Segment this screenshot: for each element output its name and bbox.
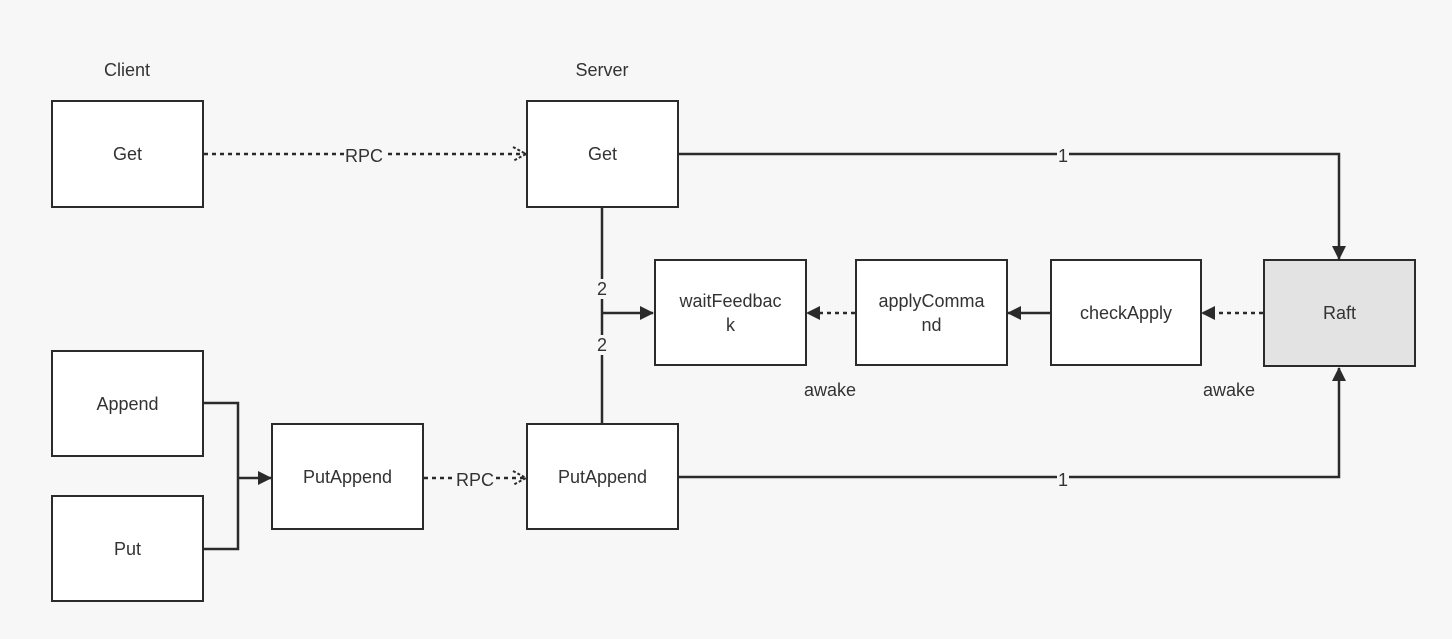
wait-feedback-label-line1: waitFeedbac bbox=[679, 290, 782, 311]
client-get-node[interactable]: Get bbox=[51, 100, 204, 208]
client-put-label: Put bbox=[113, 538, 142, 559]
wait-feedback-label-line2: k bbox=[726, 314, 735, 335]
client-put-node[interactable]: Put bbox=[51, 495, 204, 602]
client-header: Client bbox=[103, 60, 151, 80]
client-putappend-label: PutAppend bbox=[302, 466, 393, 487]
put-merge-connector bbox=[204, 478, 240, 551]
rpc-get-label: RPC bbox=[343, 146, 385, 166]
wait-feedback-node[interactable]: waitFeedbac k bbox=[654, 259, 807, 366]
apply-command-label-line1: applyComma bbox=[878, 290, 985, 311]
get-to-raft-label: 1 bbox=[1056, 146, 1070, 166]
get-to-raft-connector bbox=[679, 152, 1346, 260]
putappend-to-raft-connector bbox=[679, 367, 1346, 479]
server-get-label: Get bbox=[587, 144, 617, 164]
client-putappend-node[interactable]: PutAppend bbox=[271, 423, 424, 530]
check-apply-node[interactable]: checkApply bbox=[1050, 259, 1202, 366]
awake-apply-label: awake bbox=[803, 380, 857, 400]
server-putappend-node[interactable]: PutAppend bbox=[526, 423, 679, 530]
rpc-putappend-label: RPC bbox=[454, 470, 496, 490]
client-append-node[interactable]: Append bbox=[51, 350, 204, 457]
raft-label: Raft bbox=[1322, 303, 1356, 323]
check-apply-label: checkApply bbox=[1079, 302, 1173, 323]
client-get-label: Get bbox=[112, 144, 142, 164]
server-header: Server bbox=[575, 60, 629, 80]
server-get-node[interactable]: Get bbox=[526, 100, 679, 208]
append-merge-connector bbox=[204, 401, 240, 478]
putappend-to-raft-label: 1 bbox=[1056, 470, 1070, 490]
server-putappend-label: PutAppend bbox=[557, 466, 648, 487]
apply-command-node[interactable]: applyComma nd bbox=[855, 259, 1008, 366]
apply-command-label-line2: nd bbox=[921, 314, 942, 335]
putappend-to-wait-label: 2 bbox=[595, 335, 609, 355]
awake-raft-label: awake bbox=[1202, 380, 1256, 400]
get-to-wait-label: 2 bbox=[595, 279, 609, 299]
raft-node[interactable]: Raft bbox=[1263, 259, 1416, 367]
client-append-label: Append bbox=[96, 393, 159, 414]
